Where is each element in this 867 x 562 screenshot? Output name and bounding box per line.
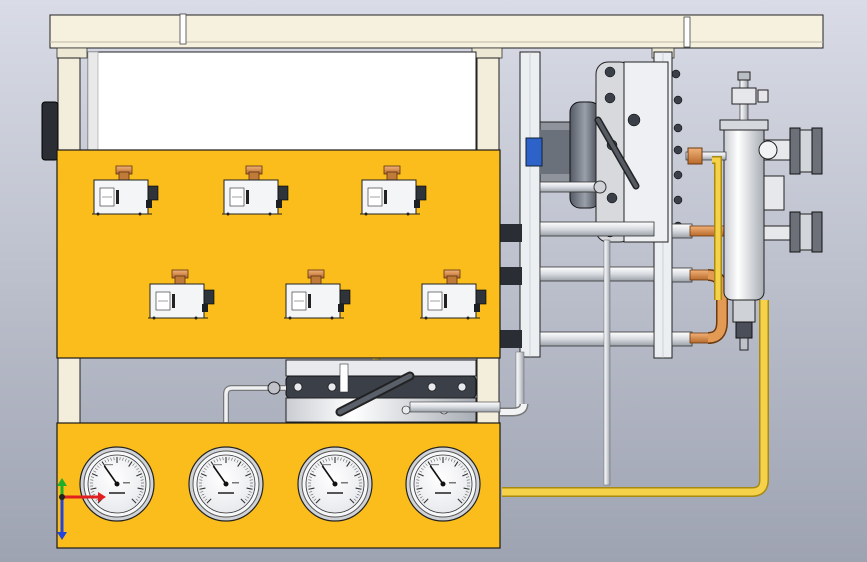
gear-pump <box>223 359 501 423</box>
pressure-gauge-1 <box>79 446 155 522</box>
filter-vessel <box>685 71 823 351</box>
coordinate-triad-icon <box>57 478 106 540</box>
pressure-switch-1 <box>92 165 159 216</box>
motor-flange-assembly <box>525 61 683 243</box>
frame <box>41 13 824 424</box>
pressure-switch-6 <box>420 269 487 320</box>
pipe-runs <box>500 221 728 486</box>
pressure-gauge-4 <box>405 446 481 522</box>
pressure-switch-5 <box>284 269 351 320</box>
pressure-gauge-3 <box>297 446 373 522</box>
pressure-switch-4 <box>148 269 215 320</box>
pressure-switch-3 <box>360 165 427 216</box>
pressure-switch-group <box>92 165 487 320</box>
pressure-switch-2 <box>222 165 289 216</box>
pressure-gauge-2 <box>188 446 264 522</box>
